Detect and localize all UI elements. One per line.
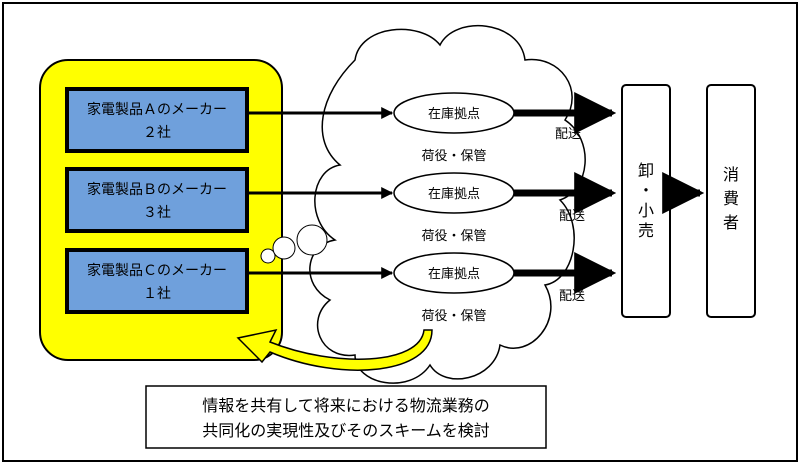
warehouse-2-sub: 荷役・保管 [421, 229, 486, 244]
maker-b-name: 家電製品Ｂのメーカー [87, 181, 227, 198]
delivery-1-label: 配送 [555, 127, 581, 142]
warehouse-3-sub: 荷役・保管 [421, 309, 486, 324]
warehouse-1: 在庫拠点 荷役・保管 [393, 92, 515, 164]
warehouse-2-label: 在庫拠点 [428, 187, 480, 202]
warehouse-3-label: 在庫拠点 [428, 267, 480, 282]
consumer-char-3: 者 [723, 213, 739, 232]
consumer-box: 消 費 者 [706, 84, 756, 318]
warehouse-1-sub: 荷役・保管 [421, 149, 486, 164]
maker-c-name: 家電製品Ｃのメーカー [87, 262, 227, 279]
note-box: 情報を共有して将来における物流業務の 共同化の実現性及びそのスキームを検討 [145, 385, 547, 449]
wholesale-char-4: 売 [638, 221, 654, 240]
maker-box-b: 家電製品Ｂのメーカー ３社 [65, 167, 249, 233]
consumer-char-1: 消 [723, 165, 739, 184]
warehouse-1-label: 在庫拠点 [428, 107, 480, 122]
wholesale-retail-box: 卸 ・ 小 売 [621, 84, 671, 318]
maker-b-count: ３社 [143, 205, 171, 221]
warehouse-3: 在庫拠点 荷役・保管 [393, 252, 515, 324]
maker-box-c: 家電製品Ｃのメーカー １社 [65, 248, 249, 314]
maker-c-count: １社 [143, 286, 171, 302]
thought-bubbles [260, 224, 328, 264]
delivery-3-label: 配送 [559, 289, 585, 304]
wholesale-char-1: 卸 [638, 161, 654, 180]
maker-a-count: ２社 [143, 125, 171, 141]
maker-to-warehouse-arrows [247, 107, 394, 279]
note-line-2: 共同化の実現性及びそのスキームを検討 [202, 421, 490, 440]
maker-box-a: 家電製品Ａのメーカー ２社 [65, 87, 249, 153]
delivery-2-label: 配送 [559, 209, 585, 224]
feedback-arrow [236, 328, 433, 371]
consumer-char-2: 費 [723, 189, 739, 208]
note-line-1: 情報を共有して将来における物流業務の [202, 396, 490, 415]
wholesale-char-3: 小 [638, 201, 654, 220]
delivery-arrows [514, 92, 617, 294]
maker-a-name: 家電製品Ａのメーカー [87, 101, 227, 118]
wholesale-char-2: ・ [638, 181, 654, 200]
